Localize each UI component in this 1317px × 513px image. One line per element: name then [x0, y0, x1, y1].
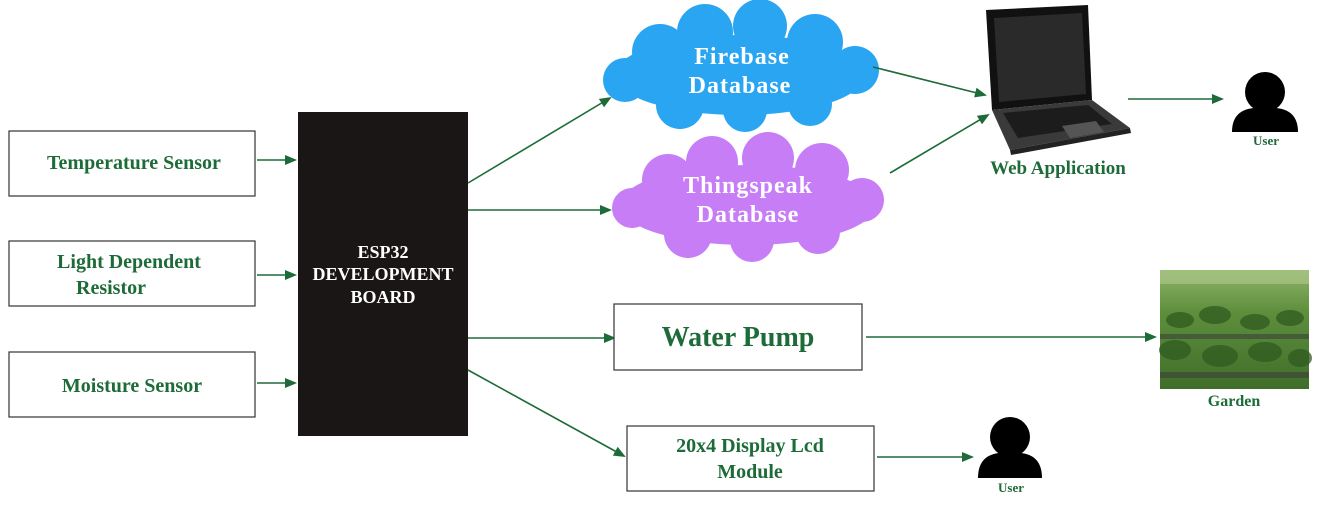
user-bottom-label: User	[998, 480, 1024, 495]
esp32-board: ESP32 DEVELOPMENT BOARD	[298, 112, 468, 436]
temperature-sensor-box: Temperature Sensor	[8, 130, 256, 197]
ldr-box: Light Dependent Resistor	[8, 240, 256, 307]
thingspeak-label-line2: Database	[697, 202, 800, 228]
lcd-label-line2: Module	[717, 461, 783, 483]
moisture-sensor-box: Moisture Sensor	[8, 351, 256, 418]
temperature-sensor-label: Temperature Sensor	[47, 152, 221, 174]
user-icon	[1232, 72, 1298, 132]
garden-photo	[1159, 270, 1312, 389]
arrow-board-to-firebase	[467, 96, 612, 184]
water-pump-box: Water Pump	[613, 303, 863, 371]
thingspeak-label-line1: Thingspeak	[683, 173, 813, 199]
lcd-module-box: 20x4 Display Lcd Module	[626, 425, 875, 492]
moisture-sensor-label: Moisture Sensor	[62, 375, 202, 397]
user-top-label: User	[1253, 133, 1279, 148]
laptop-icon	[986, 5, 1131, 155]
water-pump-label: Water Pump	[662, 322, 815, 353]
arrow-thingspeak-to-webapp	[889, 113, 990, 174]
arrow-firebase-to-webapp	[872, 66, 987, 98]
ldr-label-line1: Light Dependent	[57, 251, 201, 273]
board-label-line1: ESP32	[357, 242, 408, 262]
firebase-label-line1: Firebase	[694, 44, 790, 70]
user-icon	[978, 417, 1042, 478]
thingspeak-cloud: Thingspeak Database	[612, 132, 884, 262]
web-application-label: Web Application	[990, 158, 1126, 179]
board-label-line2: DEVELOPMENT	[312, 264, 453, 284]
firebase-cloud: Firebase Database	[603, 0, 879, 132]
ldr-label-line2: Resistor	[76, 277, 146, 299]
board-label-line3: BOARD	[350, 287, 415, 307]
garden-label: Garden	[1208, 393, 1261, 410]
arrow-board-to-lcd	[467, 369, 626, 457]
firebase-label-line2: Database	[689, 73, 792, 99]
lcd-label-line1: 20x4 Display Lcd	[676, 435, 824, 457]
